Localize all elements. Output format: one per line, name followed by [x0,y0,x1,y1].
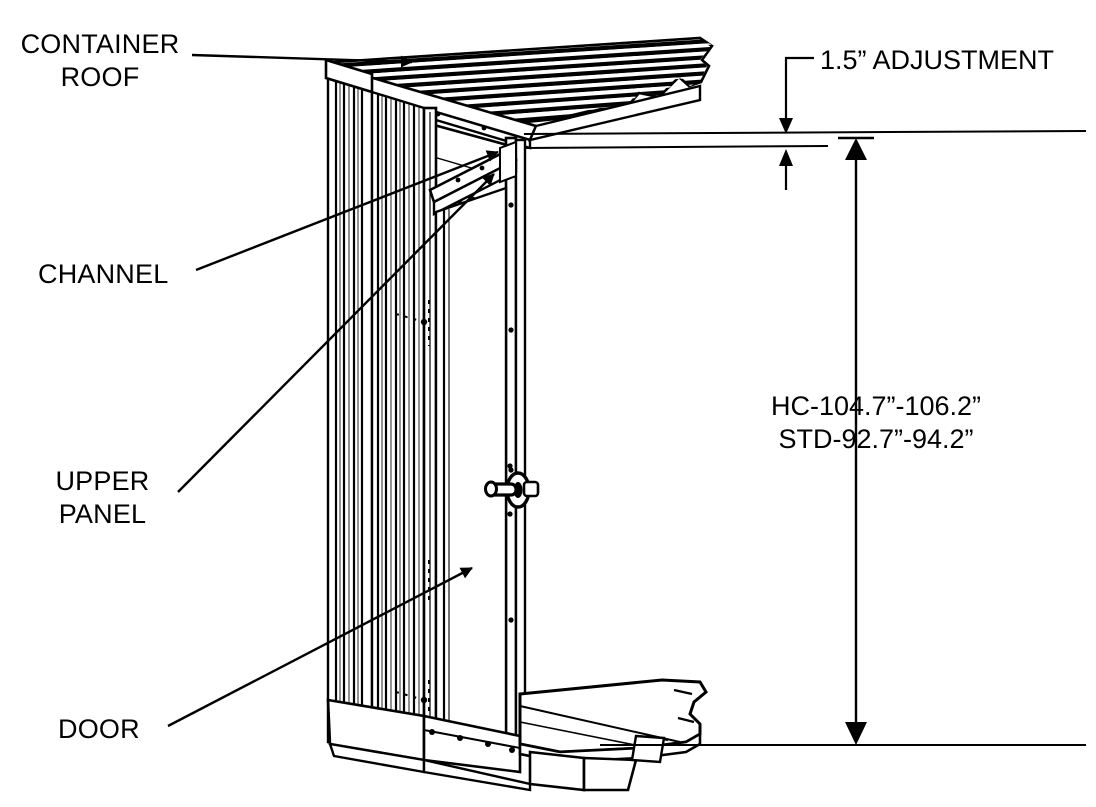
label-container-roof: CONTAINER ROOF [20,29,180,92]
label-door: DOOR [58,714,140,744]
threshold-sill-score [423,729,521,749]
platform-leg-right [582,756,638,792]
door-hinge-pins [420,318,428,704]
platform-leg-left [528,750,586,792]
height-arrow-down [845,722,867,745]
label-channel: CHANNEL [38,259,169,289]
height-dim-line-1: HC-104.7”-106.2” [770,391,982,421]
corner-post-outer [504,136,518,750]
label-adjustment-dimension: 1.5” ADJUSTMENT [820,45,1055,75]
wall-top-rail [324,58,374,94]
base-group [326,678,708,792]
leader-lines-group [167,53,499,728]
handle-keeper [522,480,540,498]
handle-lever-knob[interactable] [484,480,498,498]
height-arrow-up [845,138,867,160]
leader-upper-panel [177,173,495,493]
handle-plate-fasteners [507,463,513,517]
label-upper-panel: UPPER PANEL [55,466,150,529]
adjustment-arrow-up [779,149,793,166]
threshold-sill [422,714,522,774]
side-wall-corrugation-thin [339,82,420,740]
corner-post-rivets [508,202,514,623]
extension-line-upper [523,130,1087,135]
side-wall-panel-a [326,76,374,744]
door-handle-group[interactable] [484,463,540,517]
side-wall-group [324,58,426,744]
extension-line-lower [523,145,829,149]
label-height-dimension: HC-104.7”-106.2”STD-92.7”-94.2” [726,390,1026,456]
platform-bracket [630,734,666,764]
door-leaf-group [395,186,508,750]
door-leaf-face [434,186,508,750]
leader-door [167,566,473,728]
adjustment-leader [784,56,814,124]
height-dimension-group [600,136,1086,746]
channel-end-bracket [499,140,517,184]
height-dim-line-2: STD-92.7”-94.2” [778,424,974,454]
side-wall-panel-b [370,90,426,744]
roof-right-eave [527,84,702,142]
corner-post-inner [514,138,527,750]
base-bottom-edge [422,758,532,792]
leader-container-roof [191,53,413,68]
adjustment-arrow-down [779,118,793,134]
adjustment-dimension-group [523,56,1087,190]
leader-channel [195,150,499,272]
threshold-fasteners [429,729,515,753]
side-wall-corrugation [334,81,416,740]
